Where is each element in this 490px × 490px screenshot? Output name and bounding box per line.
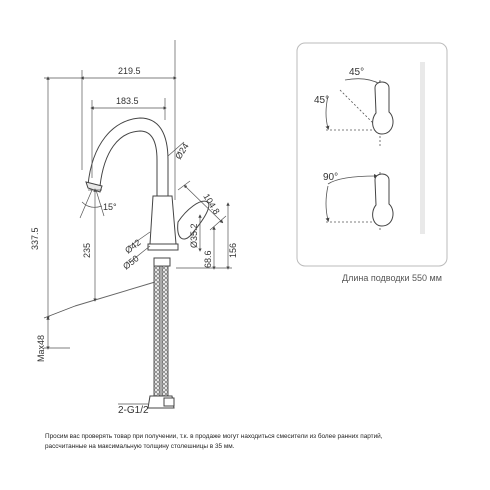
spout-outline-inner	[99, 130, 158, 196]
dim-spout-diameter: Ø24	[173, 141, 190, 161]
hose-fitting-nut	[163, 397, 175, 407]
dim-handle-height: 68.6	[203, 250, 213, 268]
base-ring	[147, 243, 179, 251]
hose-length-caption: Длина подводки 550 мм	[342, 273, 442, 283]
hose-left	[153, 265, 161, 397]
handle-icon-top	[372, 81, 394, 135]
faucet-side-view	[74, 117, 210, 409]
dim-countertop-max: Max48	[36, 335, 46, 362]
dim-spout-height: 235	[82, 243, 92, 258]
faucet-body	[149, 195, 177, 245]
dim-base-diameter: Ø35.2	[189, 223, 199, 248]
handle-rotation-panel: 45° 45° 90°	[296, 42, 448, 267]
dim-overall-reach: 219.5	[118, 66, 141, 76]
dim-body-diameter-upper: Ø42	[123, 237, 143, 255]
dim-total-height: 337.5	[30, 227, 40, 250]
panel-frame	[296, 42, 448, 267]
dim-spout-tilt: 15°	[103, 202, 117, 212]
panel-side-bar	[420, 62, 425, 234]
dim-body-height: 156	[228, 243, 238, 258]
dim-connection: 2-G1/2	[118, 405, 149, 416]
dimension-lines	[43, 40, 232, 405]
aerator	[85, 181, 103, 193]
angle-lower-label: 90°	[323, 172, 338, 183]
spout-outline-outer	[87, 117, 169, 196]
mounting-nut	[153, 257, 171, 267]
handle-icon-lower	[372, 173, 394, 227]
hose-right	[161, 265, 169, 397]
note-line-1: Просим вас проверять товар при получении…	[45, 433, 383, 440]
countertop-line	[74, 281, 156, 307]
note-line-2: рассчитанные на максимальную толщину сто…	[45, 443, 235, 450]
dim-spout-reach: 183.5	[116, 96, 139, 106]
angle-top-label: 45°	[349, 67, 364, 78]
angle-left-label: 45°	[314, 95, 329, 106]
